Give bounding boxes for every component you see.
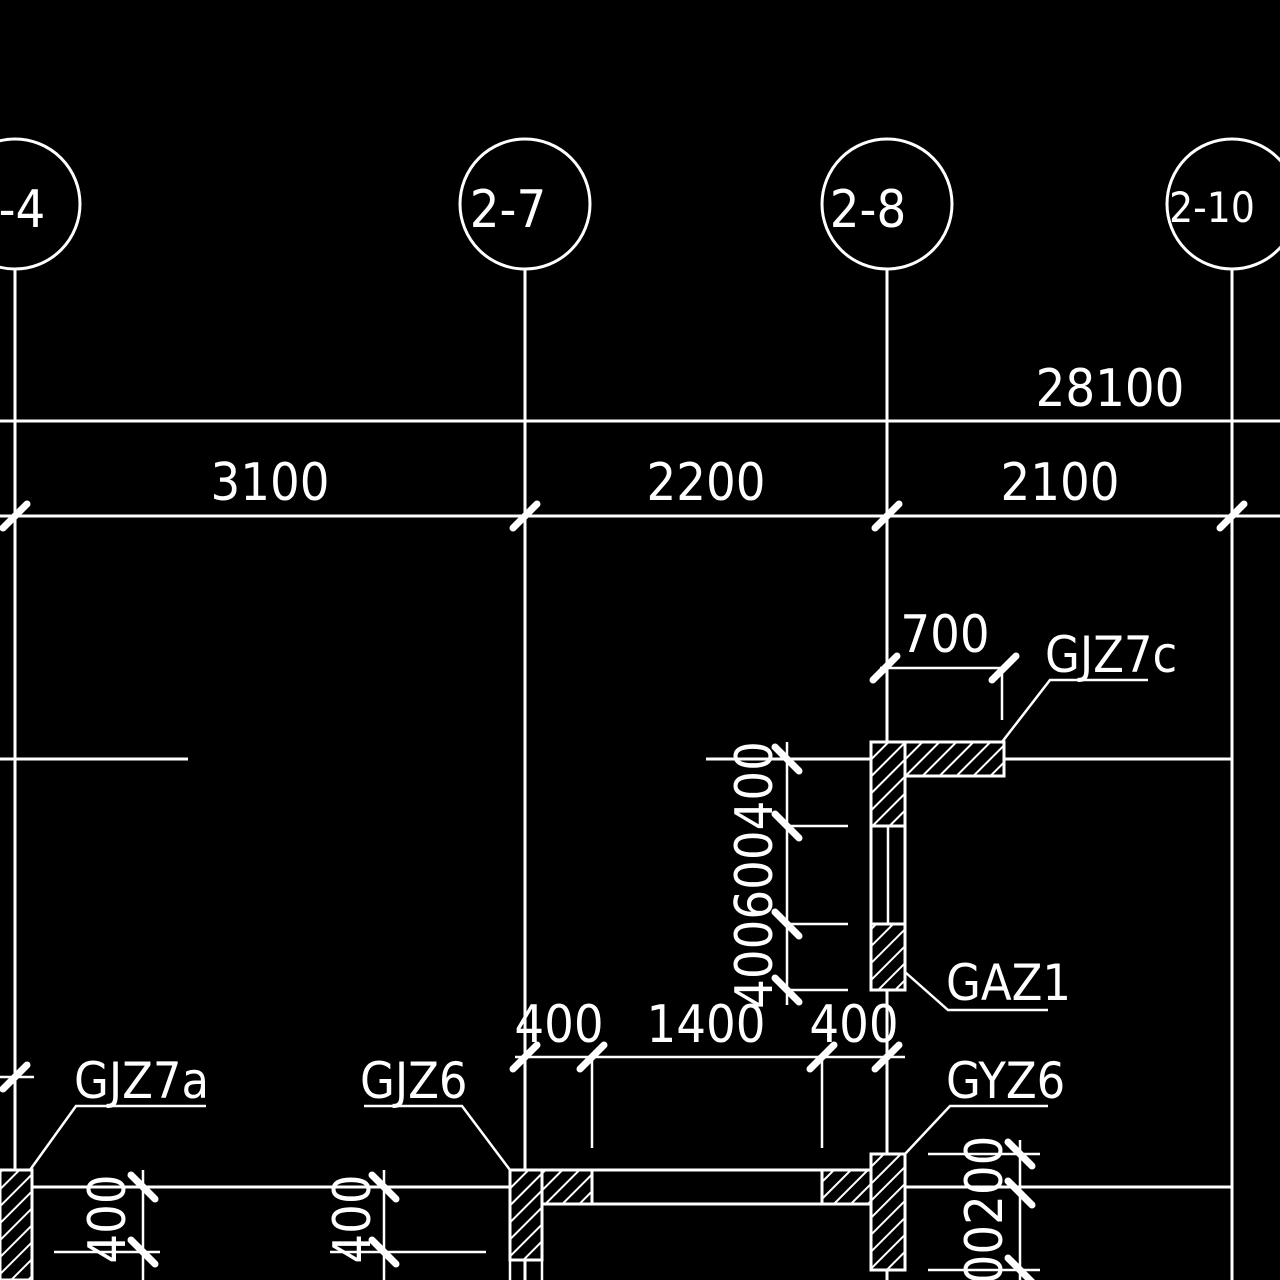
svg-text:2-8: 2-8 [830,180,906,240]
axis-bubble-2-8: 2-8 [820,137,954,271]
gyz6-label: GYZ6 [946,1052,1065,1110]
column-gaz1: GAZ1 400600400 [725,741,1071,1012]
svg-text:2-10: 2-10 [1169,183,1255,232]
axis-bubble-2-10: 2-10 [1165,137,1280,271]
span-dimensions: 3100 2200 2100 [0,453,1280,532]
gjz7a-label: GJZ7a [74,1052,209,1110]
axis-bubble-4: -4 [0,137,82,271]
column-gjz6: GJZ6 400 [323,1052,874,1280]
gaz1-label: GAZ1 [946,954,1071,1012]
gyz6-side-dim: 00200 [955,1136,1015,1280]
column-gjz7c: 700 GJZ7c [869,605,1177,828]
gjz6-label: GJZ6 [360,1052,468,1110]
column-gyz6: GYZ6 00200 [869,1052,1065,1280]
column-gjz7a: GJZ7a 400 [0,1052,209,1280]
svg-text:2-7: 2-7 [470,180,546,240]
svg-text:28100: 28100 [1036,359,1185,419]
axis-bubble-2-7: 2-7 [458,137,592,271]
gjz7a-side-dim: 400 [78,1174,138,1263]
gjz6-side-dim: 400 [323,1174,383,1263]
opening-mid-dim: 1400 [646,995,765,1055]
overall-dimension: 28100 [0,359,1280,423]
gjz7c-label: GJZ7c [1045,626,1177,684]
opening-left-dim: 400 [514,995,603,1055]
gjz7c-width-dim: 700 [900,605,989,665]
axis-lines [13,269,1234,1280]
gaz1-chain-dim: 400600400 [725,741,785,1009]
svg-text:-4: -4 [0,180,45,240]
span-dim-1: 3100 [210,453,329,513]
span-dim-3: 2100 [1000,453,1119,513]
opening-dimensions: 400 1400 400 [509,995,905,1148]
opening-right-dim: 400 [809,995,898,1055]
span-dim-2: 2200 [646,453,765,513]
